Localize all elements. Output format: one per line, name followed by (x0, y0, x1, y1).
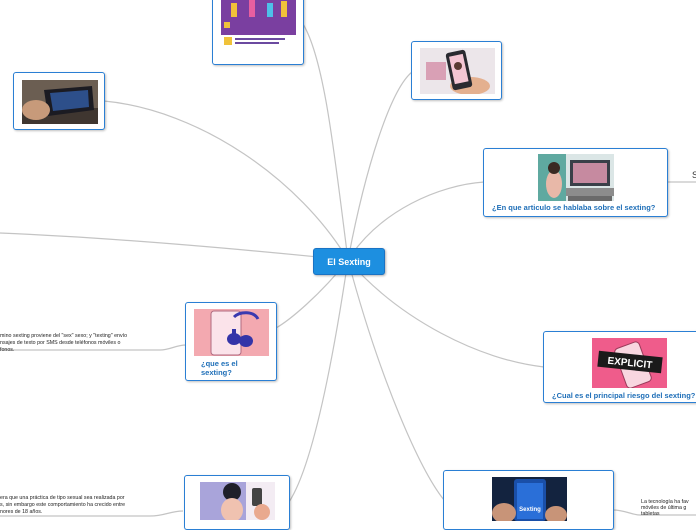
note-practica-line-2: s, sin embargo este comportamiento ha cr… (0, 502, 126, 508)
note-practica-line-3: nores de 18 años. (0, 509, 43, 515)
explicit-label: EXPLICIT (607, 356, 653, 372)
edge-letter: S (692, 170, 696, 180)
note-definicion-line-2: nsajes de texto por SMS desde teléfonos … (0, 340, 121, 346)
central-topic[interactable]: El Sexting (313, 248, 385, 275)
connector-bottom-right (347, 259, 445, 501)
central-topic-label: El Sexting (327, 256, 371, 267)
note-practica-line-1: era que una práctica de tipo sexual sea … (0, 495, 125, 501)
tablet-hand-icon (22, 80, 98, 124)
explicit-phone-icon: EXPLICIT (592, 338, 667, 388)
sexting-phone-icon: Sexting (492, 477, 567, 521)
node-bottom-left-image[interactable] (184, 475, 290, 530)
topic-riesgo-label: ¿Cual es el principal riesgo del sexting… (552, 391, 696, 400)
infographic-figures-icon (221, 0, 296, 51)
couple-phones-image (200, 482, 275, 520)
explicit-phone-image: EXPLICIT (592, 338, 667, 388)
node-infographic-image[interactable] (212, 0, 304, 65)
note-definicion-line-3: fonos. (0, 347, 15, 353)
connector-practica (0, 510, 184, 517)
connector-definicion (0, 344, 187, 351)
sexting-phone-image: Sexting (492, 477, 567, 521)
connector-left-edge (0, 232, 349, 261)
tablet-hand-image (22, 80, 98, 124)
node-riesgo[interactable]: EXPLICIT ¿Cual es el principal riesgo de… (543, 331, 696, 403)
connector-bottom-left (288, 259, 349, 503)
note-tecnologia-line-3: tabletas (641, 511, 660, 517)
note-tecnologia-line-1: La tecnología ha fav (641, 499, 689, 505)
node-que-es[interactable]: ¿que es el sexting? (185, 302, 277, 381)
node-tablet-image[interactable] (13, 72, 105, 130)
topic-que-es-label-1: ¿que es el (201, 359, 238, 368)
connector-tablet-image (103, 100, 349, 261)
couple-phones-icon (200, 482, 275, 520)
node-phone-image[interactable] (411, 41, 502, 100)
topic-articulo-label: ¿En que articulo se hablaba sobre el sex… (492, 203, 656, 212)
phone-bra-icon (194, 309, 269, 356)
connector-riesgo (347, 259, 545, 368)
connector-top-image (302, 23, 349, 261)
connector-phone-image (347, 71, 413, 261)
phone-bra-image (194, 309, 269, 356)
computer-woman-image (538, 154, 614, 201)
topic-que-es-label-2: sexting? (201, 368, 232, 377)
phone-hand-image (420, 48, 495, 94)
note-tecnologia-line-2: móviles de última g (641, 505, 687, 511)
node-articulo[interactable]: ¿En que articulo se hablaba sobre el sex… (483, 148, 668, 217)
phone-label: Sexting (519, 507, 541, 513)
computer-woman-icon (538, 154, 614, 201)
node-bottom-right-image[interactable]: Sexting (443, 470, 614, 530)
connector-tecnologia (612, 509, 696, 516)
connector-articulo (347, 181, 485, 261)
infographic-image (221, 0, 296, 51)
phone-hand-icon (420, 48, 495, 94)
note-definicion-line-1: mino sexting proviene del "sex" sexo; y … (0, 333, 128, 339)
